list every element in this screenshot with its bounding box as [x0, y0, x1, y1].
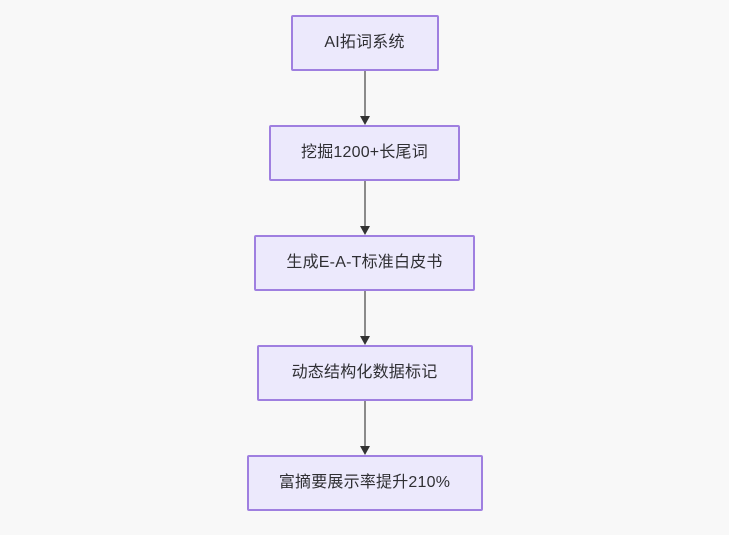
flow-node-label: AI拓词系统 [324, 34, 405, 51]
flow-connector-3 [358, 291, 372, 345]
flowchart-node-column: AI拓词系统 挖掘1200+长尾词 生成E-A-T标准白皮书 动态结构化数据标记 [246, 15, 483, 511]
flow-connector-1 [358, 71, 372, 125]
flow-node-longtail-keywords[interactable]: 挖掘1200+长尾词 [269, 125, 460, 181]
down-arrow-icon [359, 226, 370, 235]
flow-node-label: 挖掘1200+长尾词 [301, 144, 428, 161]
connector-line [363, 291, 366, 337]
flow-node-eat-whitepaper[interactable]: 生成E-A-T标准白皮书 [254, 235, 475, 291]
flow-node-label: 生成E-A-T标准白皮书 [286, 254, 443, 271]
flow-node-rich-snippet-uplift[interactable]: 富摘要展示率提升210% [246, 455, 483, 511]
flow-connector-2 [358, 181, 372, 235]
down-arrow-icon [359, 336, 370, 345]
connector-line [363, 401, 366, 447]
down-arrow-icon [359, 116, 370, 125]
connector-line [363, 71, 366, 117]
flow-node-label: 动态结构化数据标记 [291, 364, 438, 381]
flow-connector-4 [358, 401, 372, 455]
flow-node-label: 富摘要展示率提升210% [278, 474, 451, 491]
down-arrow-icon [359, 446, 370, 455]
connector-line [363, 181, 366, 227]
flow-node-ai-keyword-system[interactable]: AI拓词系统 [290, 15, 439, 71]
flow-node-structured-data-markup[interactable]: 动态结构化数据标记 [256, 345, 473, 401]
